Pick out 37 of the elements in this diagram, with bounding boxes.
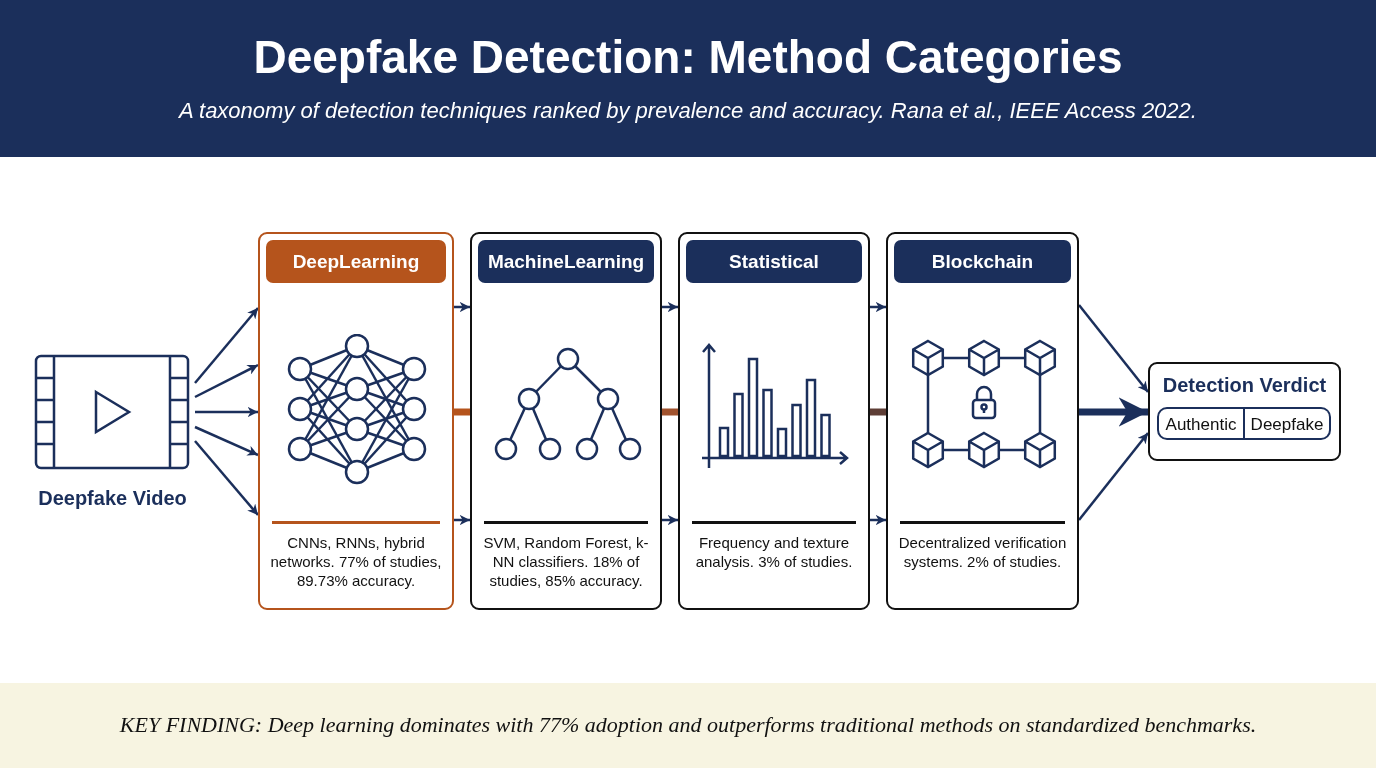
category-header: Blockchain — [894, 240, 1071, 283]
connector-bar — [454, 408, 470, 416]
category-card — [886, 232, 1079, 610]
category-description: Decentralized verification systems. 2% of studies. — [897, 534, 1068, 572]
arrow — [662, 514, 678, 526]
arrow — [194, 307, 259, 384]
category-card — [470, 232, 662, 610]
category-card — [258, 232, 454, 610]
category-card — [678, 232, 870, 610]
verdict-option: Deepfake — [1245, 407, 1331, 440]
category-header: MachineLearning — [478, 240, 654, 283]
subtitle: A taxonomy of detection techniques ranked by prevalence and accuracy. Rana et al., IEEE Access 2022. — [177, 98, 1198, 124]
connector-bar — [662, 408, 678, 416]
arrow — [1078, 304, 1149, 393]
arrow — [1078, 432, 1149, 521]
arrow — [194, 440, 259, 516]
key-finding-text: KEY FINDING: Deep learning dominates with 77% adoption and outperforms traditional methods on standardized benchmarks. — [118, 712, 1258, 738]
category-description: CNNs, RNNs, hybrid networks. 77% of studies, 89.73% accuracy. — [269, 534, 443, 591]
video-label: Deepfake Video — [37, 487, 188, 510]
title: Deepfake Detection: Method Categories — [252, 30, 1124, 84]
arrow — [662, 301, 678, 313]
connector-bar — [870, 408, 886, 416]
verdict-option: Authentic — [1157, 407, 1245, 440]
category-header: Statistical — [686, 240, 862, 283]
arrow — [454, 301, 470, 313]
arrow — [195, 406, 258, 418]
arrow — [194, 363, 259, 399]
verdict-title: Detection Verdict — [1161, 374, 1328, 397]
arrow — [870, 301, 886, 313]
arrow — [1079, 397, 1148, 427]
arrow — [870, 514, 886, 526]
category-description: Frequency and texture analysis. 3% of studies. — [694, 534, 854, 572]
category-header: DeepLearning — [266, 240, 446, 283]
arrow — [454, 514, 470, 526]
category-description: SVM, Random Forest, k-NN classifiers. 18% of studies, 85% accuracy. — [482, 534, 650, 591]
verdict-box — [1148, 362, 1341, 461]
arrow — [194, 425, 259, 457]
